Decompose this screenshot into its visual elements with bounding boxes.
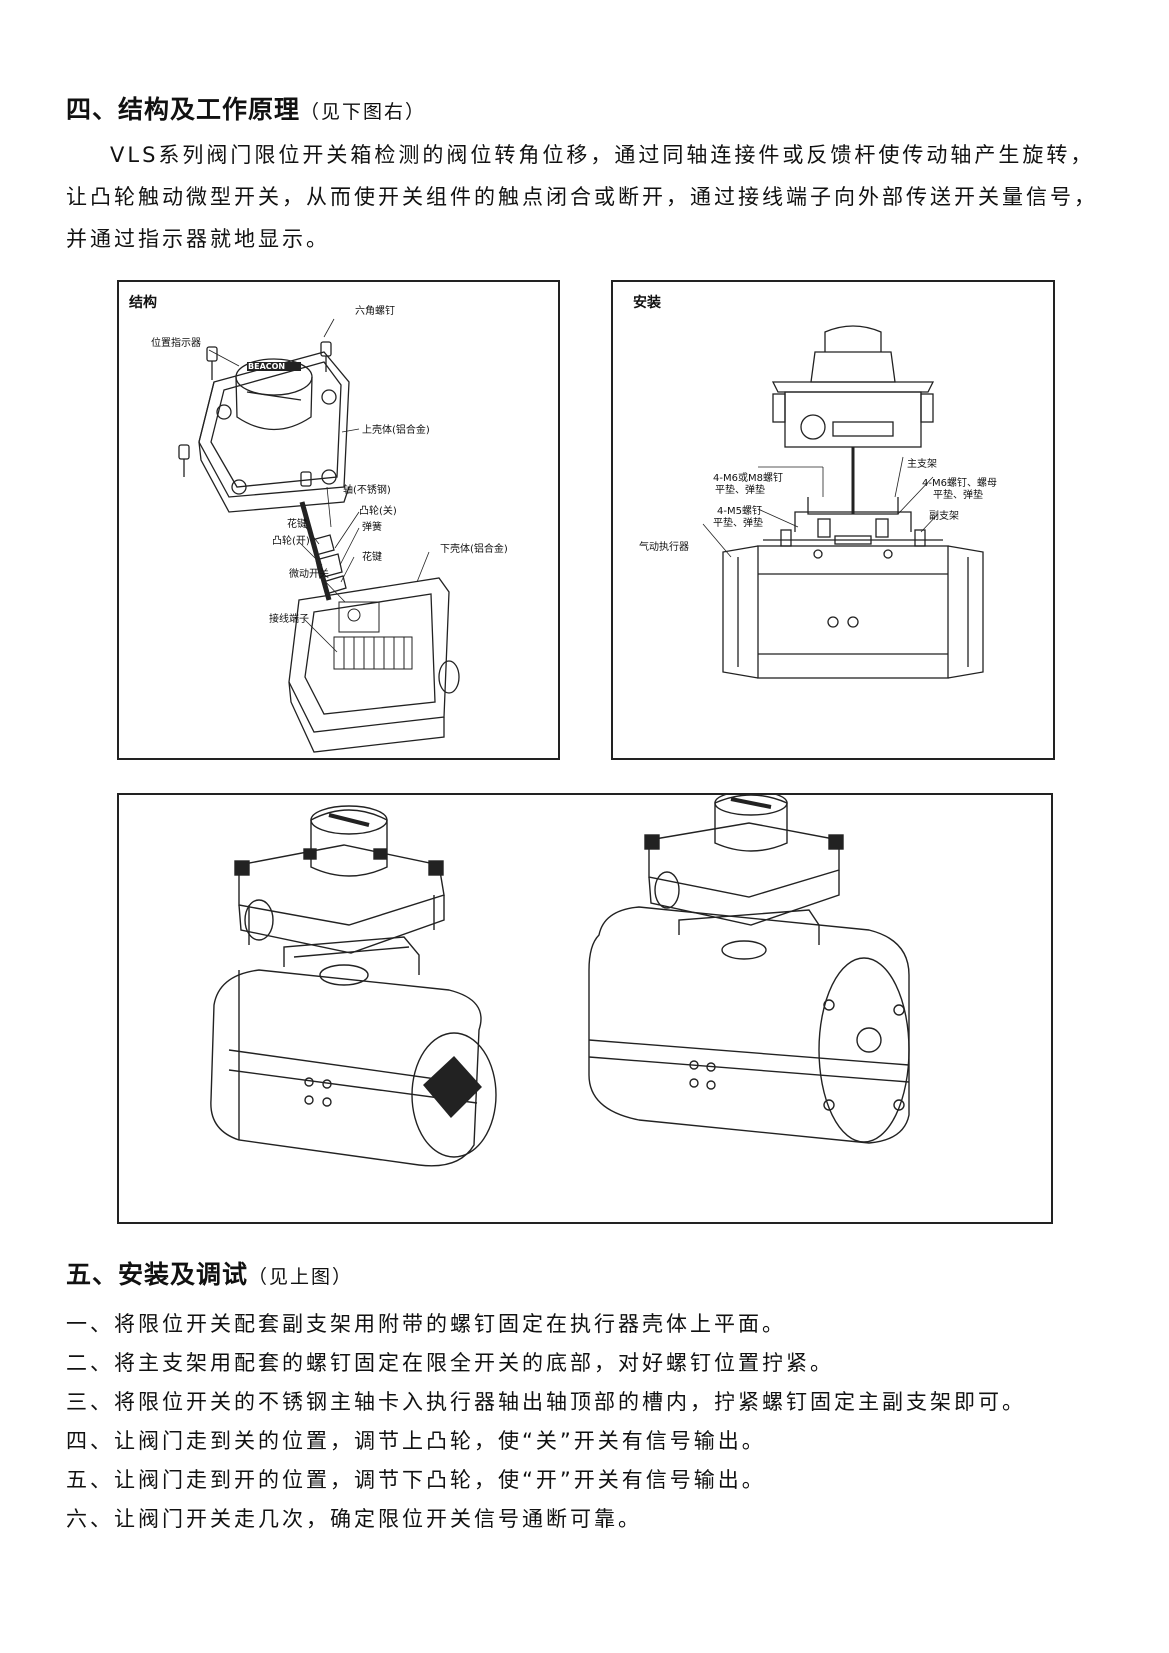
section5-title: 五、安装及调试 <box>66 1260 249 1289</box>
label-micro-switch: 微动开关 <box>289 569 329 580</box>
right-assembly-illustration <box>588 795 910 1144</box>
label-cam-close: 凸轮(关) <box>359 506 397 517</box>
section5-note: （见上图） <box>248 1266 354 1288</box>
section4-paragraph: VLS系列阀门限位开关箱检测的阀位转角位移，通过同轴连接件或反馈杆使传动轴产生旋… <box>66 134 1116 260</box>
label-cam-open: 凸轮(开) <box>272 536 310 547</box>
label-main-bracket: 主支架 <box>907 459 937 470</box>
label-upper-shell: 上壳体(铝合金) <box>362 425 430 436</box>
structure-exploded-drawing <box>178 318 460 753</box>
label-actuator: 气动执行器 <box>639 542 689 553</box>
label-hex-screw: 六角螺钉 <box>355 306 395 317</box>
label-screw-m6-m8: 4-M6或M8螺钉 <box>713 473 783 484</box>
installation-steps-list: 一、将限位开关配套副支架用附带的螺钉固定在执行器壳体上平面。 二、将主支架用配套… <box>66 1305 1146 1539</box>
section4-heading: 四、结构及工作原理（见下图右） <box>66 90 426 126</box>
brand-logo-text: BEACON <box>248 362 286 371</box>
label-spline-key-1: 花键 <box>287 519 307 530</box>
label-sub-bracket: 副支架 <box>929 511 959 522</box>
step-item: 一、将限位开关配套副支架用附带的螺钉固定在执行器壳体上平面。 <box>66 1312 786 1336</box>
label-terminal: 接线端子 <box>269 614 309 625</box>
label-washer-1: 平垫、弹垫 <box>715 485 765 496</box>
assembly-isometric-panel <box>117 793 1053 1224</box>
installation-front-drawing <box>702 325 984 679</box>
section4-text: VLS系列阀门限位开关箱检测的阀位转角位移，通过同轴连接件或反馈杆使传动轴产生旋… <box>66 143 1098 251</box>
section5-heading: 五、安装及调试（见上图） <box>66 1255 353 1291</box>
step-item: 二、将主支架用配套的螺钉固定在限全开关的底部，对好螺钉位置拧紧。 <box>66 1351 834 1375</box>
label-position-indicator: 位置指示器 <box>151 338 201 349</box>
assembly-isometric-drawing <box>210 795 910 1167</box>
label-lower-shell: 下壳体(铝合金) <box>440 544 508 555</box>
step-item: 三、将限位开关的不锈钢主轴卡入执行器轴出轴顶部的槽内，拧紧螺钉固定主副支架即可。 <box>66 1390 1026 1414</box>
step-item: 四、让阀门走到关的位置，调节上凸轮，使“关”开关有信号输出。 <box>66 1429 766 1453</box>
step-item: 六、让阀门开关走几次，确定限位开关信号通断可靠。 <box>66 1507 642 1531</box>
step-item: 五、让阀门走到开的位置，调节下凸轮，使“开”开关有信号输出。 <box>66 1468 766 1492</box>
left-assembly-illustration <box>210 805 497 1167</box>
label-spline-key-2: 花键 <box>362 552 382 563</box>
section4-note: （见下图右） <box>300 101 427 123</box>
install-panel-title: 安装 <box>633 295 661 311</box>
section4-title: 四、结构及工作原理 <box>66 95 301 124</box>
label-washer-2: 平垫、弹垫 <box>933 490 983 501</box>
label-screw-m5: 4-M5螺钉 <box>717 506 762 517</box>
label-washer-3: 平垫、弹垫 <box>713 518 763 529</box>
label-screw-nut-m6: 4-M6螺钉、螺母 <box>922 478 997 489</box>
structure-panel-title: 结构 <box>129 295 157 311</box>
label-shaft: 轴(不锈钢) <box>343 485 391 496</box>
installation-diagram-panel: 安装 <box>611 280 1055 760</box>
label-spring: 弹簧 <box>362 522 382 533</box>
structure-diagram-panel: 结构 <box>117 280 560 760</box>
